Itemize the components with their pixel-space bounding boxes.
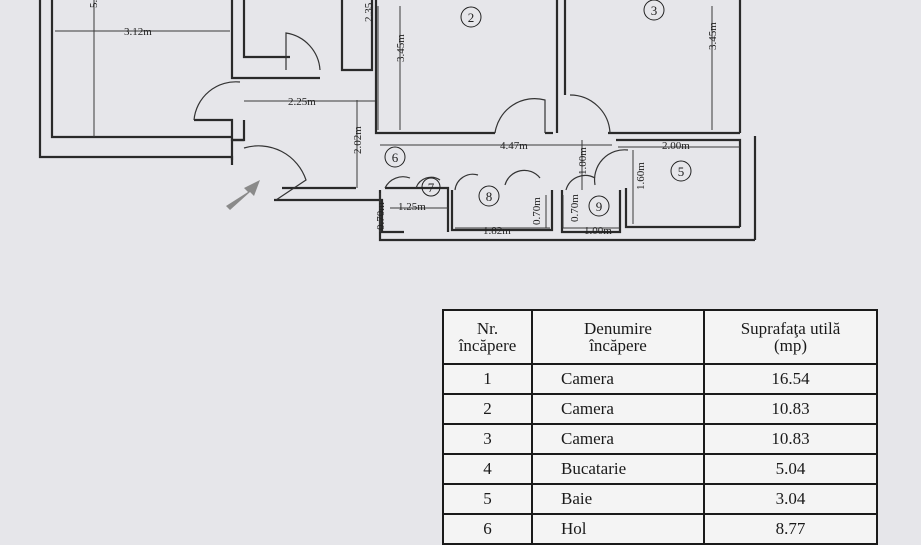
room-number-markers: 2 3 5 6 7 8 9 <box>384 0 692 217</box>
table-row: 1 Camera 16.54 <box>442 363 878 395</box>
table-row: 2 Camera 10.83 <box>442 393 878 425</box>
header-room-number-line2: încăpere <box>458 336 517 355</box>
dim-room2-height: 3.45m <box>395 34 407 62</box>
room-number-5: 5 <box>678 164 685 179</box>
cell-area: 5.04 <box>703 453 878 485</box>
floor-plan: 3.12m 5. 2.35 3.45m 3.45m 2.25m 2.02m 4.… <box>38 0 757 242</box>
cell-area: 10.83 <box>703 393 878 425</box>
header-room-name-line1: Denumire <box>584 319 652 338</box>
dim-hall-entry: 2.25m <box>288 96 316 108</box>
dim-hall-height: 2.02m <box>352 126 364 154</box>
cell-area: 10.83 <box>703 423 878 455</box>
table-row: 3 Camera 10.83 <box>442 423 878 455</box>
header-area-line1: Suprafaţa utilă <box>740 319 841 338</box>
cell-room-name: Baie <box>531 483 705 515</box>
cell-room-number: 4 <box>442 453 533 485</box>
header-area-line2: (mp) <box>773 336 808 355</box>
dim-room7-width: 1.25m <box>398 201 426 213</box>
cell-room-number: 5 <box>442 483 533 515</box>
dimension-lines <box>55 0 740 232</box>
table-row: 6 Hol 8.77 <box>442 513 878 545</box>
header-area: Suprafaţa utilă (mp) <box>703 309 878 365</box>
dim-closet-depth: 1.00m <box>577 147 589 175</box>
table-header-row: Nr. încăpere Denumire încăpere Suprafaţa… <box>442 309 878 365</box>
cell-room-name: Camera <box>531 363 705 395</box>
dim-room5-height: 1.60m <box>635 162 647 190</box>
room-area-table: Nr. încăpere Denumire încăpere Suprafaţa… <box>442 309 878 545</box>
header-room-number: Nr. încăpere <box>442 309 533 365</box>
room-number-8: 8 <box>486 189 493 204</box>
header-room-number-line1: Nr. <box>476 319 499 338</box>
room-number-7: 7 <box>428 180 435 195</box>
cell-room-name: Hol <box>531 513 705 545</box>
cell-area: 8.77 <box>703 513 878 545</box>
room-number-3: 3 <box>651 3 658 18</box>
doors <box>193 32 629 201</box>
cell-room-name: Bucatarie <box>531 453 705 485</box>
dim-room8-depth: 0.70m <box>531 197 543 225</box>
cell-room-name: Camera <box>531 393 705 425</box>
dim-room1-width: 3.12m <box>124 26 152 38</box>
dim-room1-height: 5. <box>88 0 100 8</box>
room-number-6: 6 <box>392 150 399 165</box>
dim-room9-width: 1.00m <box>584 225 612 237</box>
room-number-9: 9 <box>596 199 603 214</box>
dim-room9-depth: 0.70m <box>569 194 581 222</box>
room-number-2: 2 <box>468 10 475 25</box>
cell-room-number: 3 <box>442 423 533 455</box>
cell-area: 3.04 <box>703 483 878 515</box>
table-row: 4 Bucatarie 5.04 <box>442 453 878 485</box>
dim-room7-depth: 0.70m <box>375 202 387 230</box>
walls <box>38 0 757 242</box>
header-room-name: Denumire încăpere <box>531 309 705 365</box>
cell-room-number: 1 <box>442 363 533 395</box>
cell-area: 16.54 <box>703 363 878 395</box>
dim-room8-width: 1.82m <box>483 225 511 237</box>
dim-room4-height: 2.35 <box>363 2 375 22</box>
cell-room-number: 6 <box>442 513 533 545</box>
dim-room3-height: 3.45m <box>707 22 719 50</box>
cell-room-number: 2 <box>442 393 533 425</box>
table-row: 5 Baie 3.04 <box>442 483 878 515</box>
dim-hall-length: 4.47m <box>500 140 528 152</box>
header-room-name-line2: încăpere <box>589 336 647 355</box>
dim-room5-width: 2.00m <box>662 140 690 152</box>
entry-arrow-icon <box>226 180 260 210</box>
cell-room-name: Camera <box>531 423 705 455</box>
